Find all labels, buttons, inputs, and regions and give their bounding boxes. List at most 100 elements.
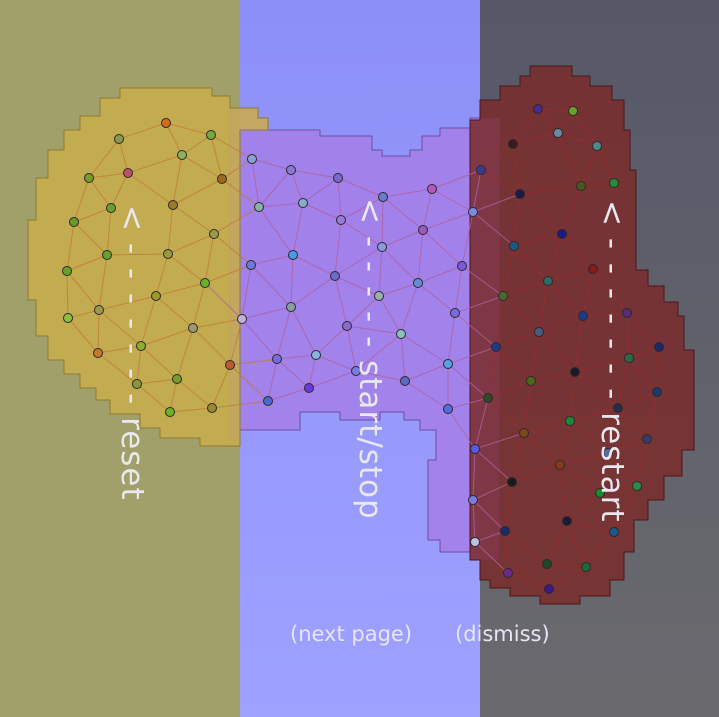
mesh-edge <box>559 420 571 466</box>
next-page-link[interactable]: (next page) <box>290 622 413 646</box>
mesh-edge <box>165 122 212 136</box>
mesh-node <box>470 537 480 547</box>
mesh-node <box>418 225 428 235</box>
mesh-edge <box>337 177 342 221</box>
mesh-node <box>632 481 642 491</box>
mesh-edge <box>400 282 419 335</box>
restart-hint: < - - - - - - - restart <box>594 200 630 522</box>
mesh-node <box>177 150 187 160</box>
mesh-edge <box>118 122 167 140</box>
red-region <box>469 65 695 605</box>
mesh-edge <box>267 358 278 402</box>
mesh-edge <box>559 452 609 466</box>
mesh-edge <box>585 531 615 568</box>
mesh-edge <box>502 280 549 297</box>
mesh-node <box>94 305 104 315</box>
mesh-edge <box>480 143 514 171</box>
mesh-edge <box>447 312 456 365</box>
mesh-edge <box>454 312 497 348</box>
mesh-node <box>609 178 619 188</box>
mesh-edge <box>378 295 402 335</box>
mesh-edge <box>617 407 648 440</box>
mesh-node <box>206 130 216 140</box>
mesh-edge <box>417 265 463 284</box>
mesh-edge <box>127 172 174 206</box>
mesh-edge <box>513 245 549 282</box>
mesh-edge <box>472 211 515 247</box>
mesh-edge <box>607 407 619 454</box>
mesh-edge <box>523 420 571 434</box>
mesh-edge <box>258 206 294 256</box>
mesh-edge <box>480 169 521 195</box>
mesh-node <box>483 393 493 403</box>
restart-arrow: < <box>594 200 630 227</box>
mesh-edge <box>172 204 215 235</box>
restart-label: restart <box>594 412 630 523</box>
mesh-node <box>543 276 553 286</box>
mesh-edge <box>73 207 112 223</box>
mesh-edge <box>617 391 658 409</box>
mesh-edge <box>229 318 243 366</box>
mesh-edge <box>258 169 292 208</box>
dismiss-link[interactable]: (dismiss) <box>455 622 550 646</box>
mesh-node <box>63 313 73 323</box>
mesh-node <box>568 106 578 116</box>
mesh-edge <box>404 380 449 410</box>
mesh-edge <box>88 172 129 179</box>
mesh-node <box>578 311 588 321</box>
mesh-edge <box>538 331 576 373</box>
mesh-edge <box>537 108 559 134</box>
mesh-edge <box>596 145 615 184</box>
mesh-node <box>400 376 410 386</box>
mesh-node <box>592 141 602 151</box>
mesh-edge <box>569 407 619 422</box>
mesh-node <box>188 323 198 333</box>
mesh-edge <box>474 432 525 450</box>
mesh-node <box>534 327 544 337</box>
mesh-node <box>217 174 227 184</box>
mesh-node <box>595 488 605 498</box>
mesh-edge <box>431 169 482 190</box>
reset-dashes: - - - - - - - <box>114 242 150 407</box>
mesh-edge <box>474 541 509 574</box>
mesh-edge <box>580 182 615 187</box>
mesh-edge <box>487 346 497 399</box>
start-stop-arrow: < <box>352 198 388 225</box>
mesh-edge <box>546 520 568 565</box>
mesh-edge <box>628 346 660 359</box>
mesh-edge <box>165 122 183 156</box>
mesh-edge <box>290 254 294 308</box>
mesh-node <box>286 165 296 175</box>
mesh-edge <box>106 207 112 256</box>
mesh-edge <box>167 253 206 284</box>
mesh-edge <box>172 178 223 206</box>
mesh-edge <box>613 485 638 533</box>
mesh-edge <box>334 275 348 327</box>
mesh-edge <box>67 309 100 319</box>
mesh-edge <box>382 196 424 231</box>
mesh-node <box>102 250 112 260</box>
mesh-edge <box>538 315 584 333</box>
mesh-edge <box>181 134 212 156</box>
mesh-edge <box>155 253 169 297</box>
mesh-edge <box>454 295 504 314</box>
mesh-node <box>491 342 501 352</box>
mesh-edge <box>98 295 157 311</box>
mesh-edge <box>97 345 142 354</box>
mesh-edge <box>461 265 504 297</box>
mesh-edge <box>519 193 563 235</box>
mesh-edge <box>213 206 260 235</box>
mesh-node <box>581 562 591 572</box>
mesh-edge <box>98 309 142 347</box>
mesh-edge <box>513 193 521 247</box>
mesh-edge <box>559 464 568 522</box>
mesh-node <box>557 229 567 239</box>
mesh-edge <box>523 432 561 466</box>
mesh-node <box>207 403 217 413</box>
mesh-edge <box>169 407 213 413</box>
reset-label: reset <box>114 417 150 501</box>
mesh-node <box>378 192 388 202</box>
mesh-edge <box>66 254 108 272</box>
mesh-node <box>351 366 361 376</box>
